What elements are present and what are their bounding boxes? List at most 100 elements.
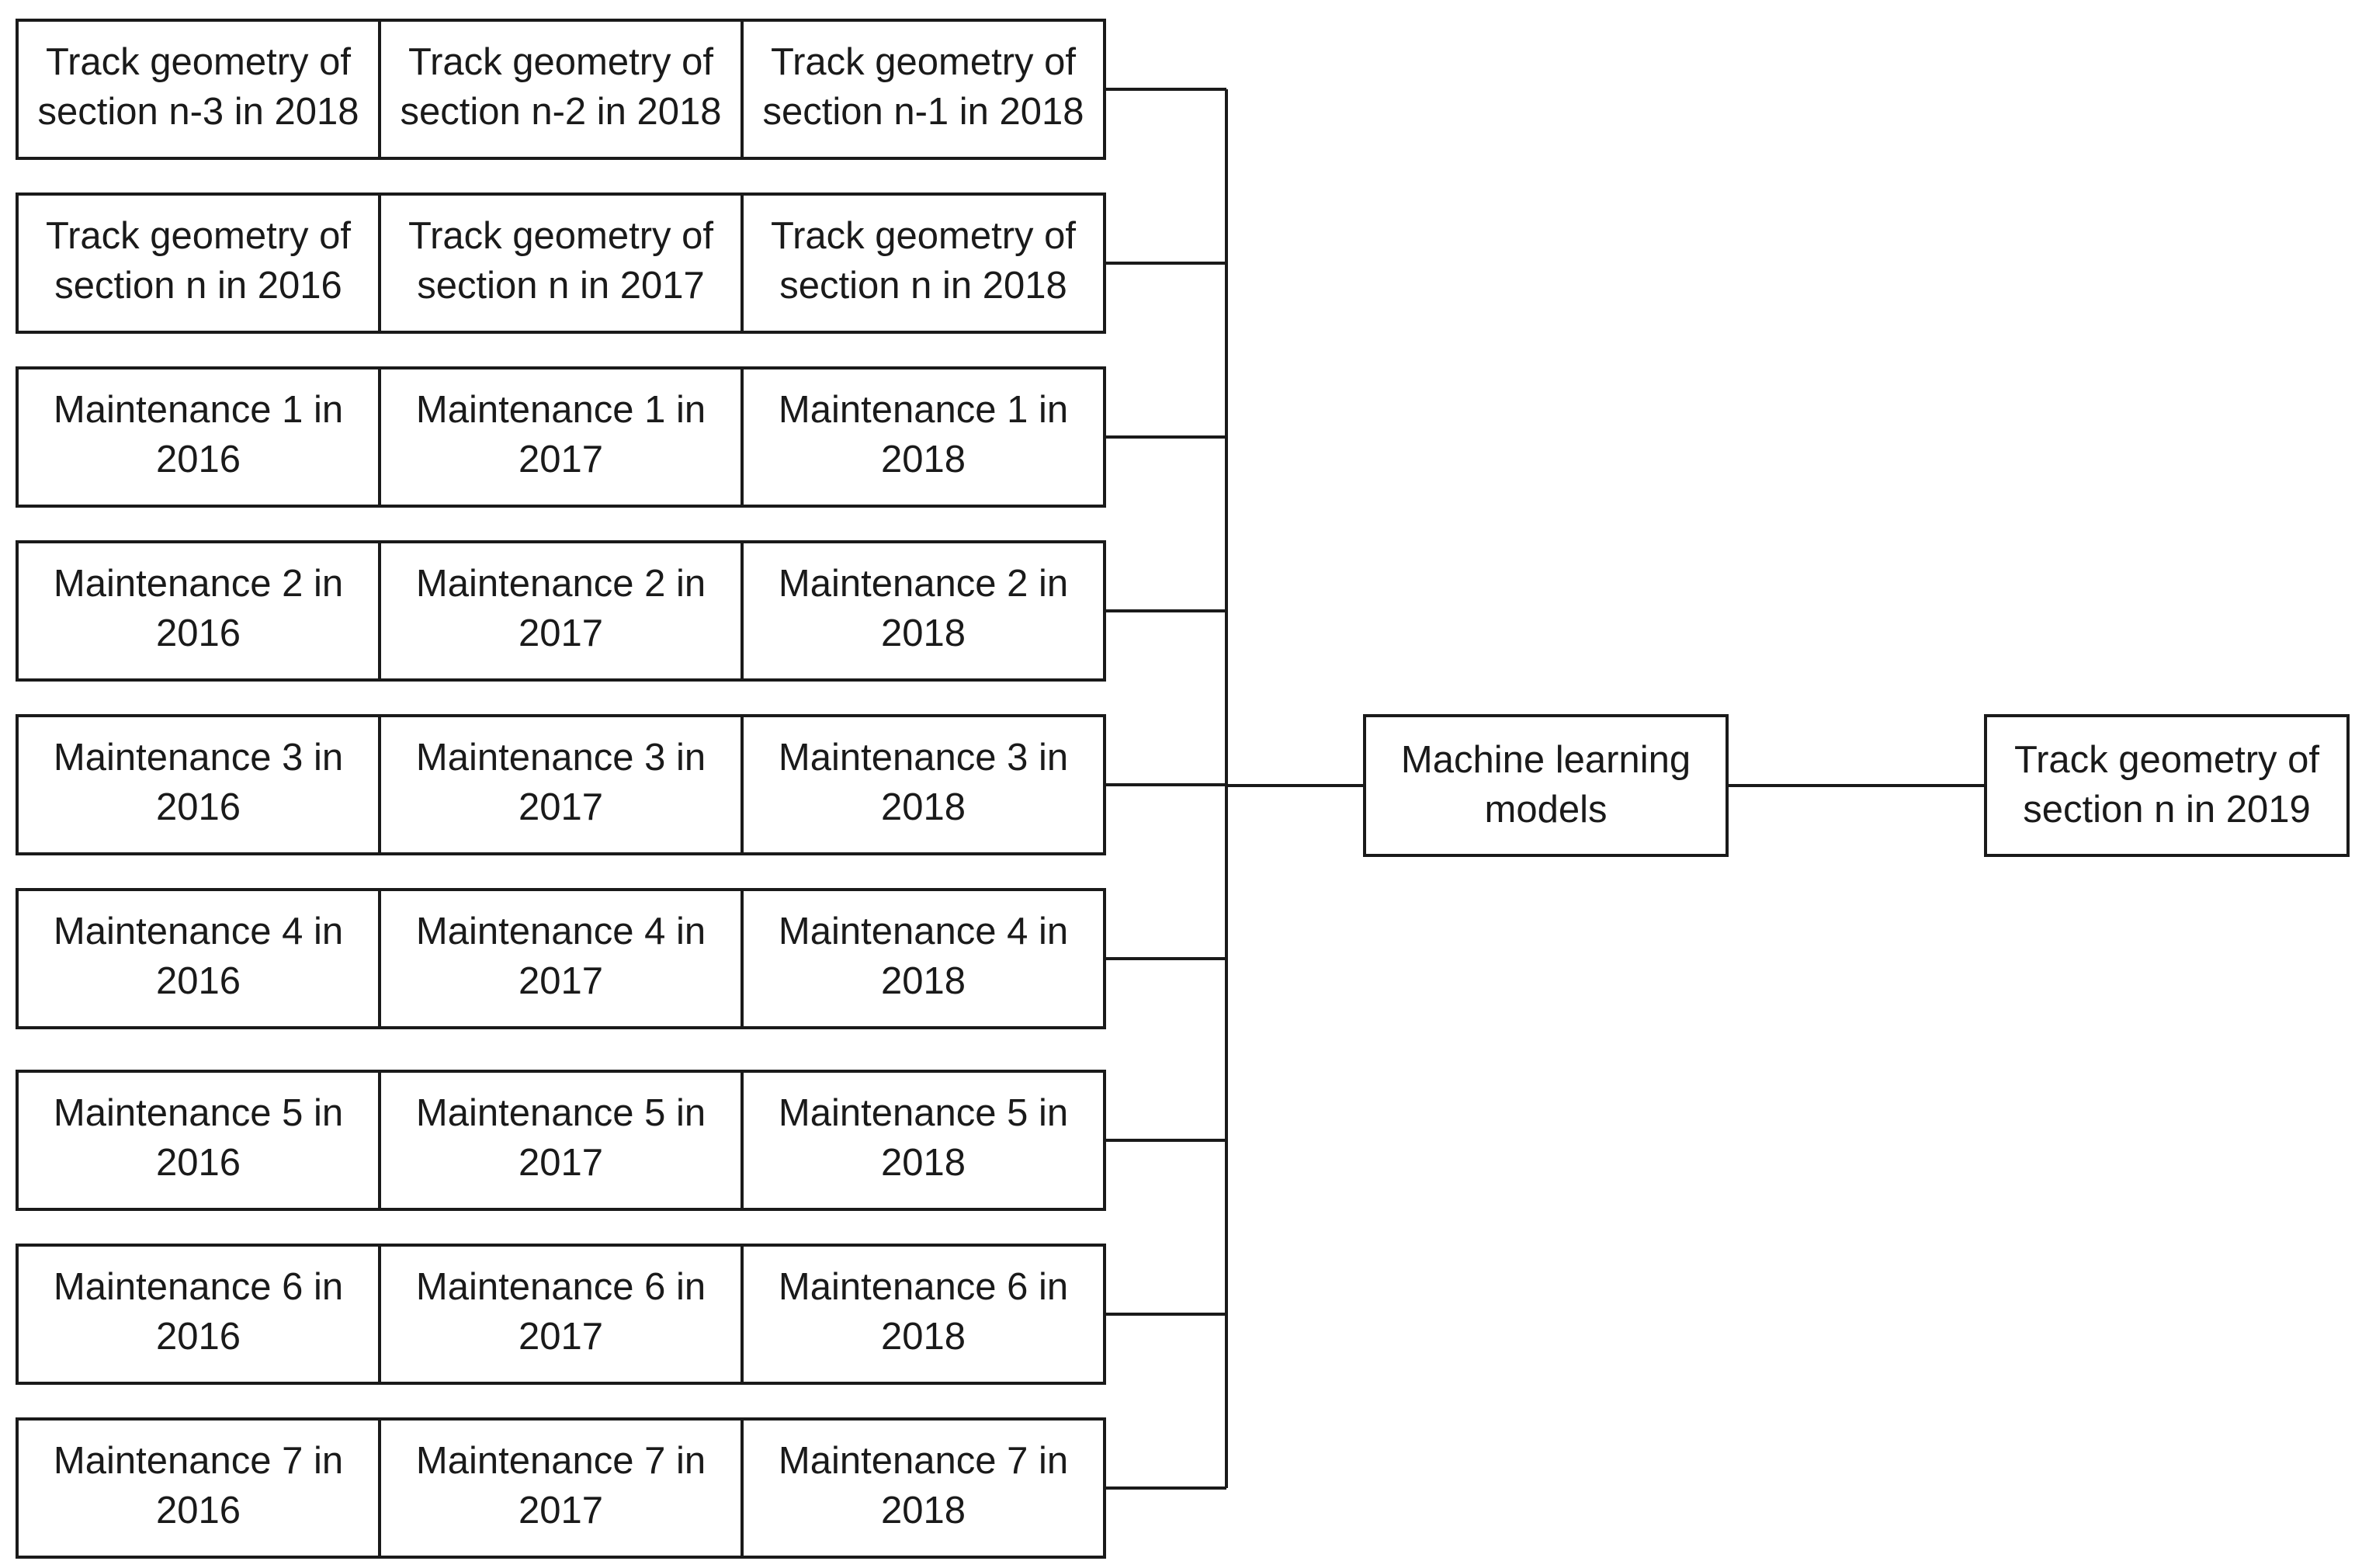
input-cell: Maintenance 1 in 2016 (16, 366, 381, 508)
input-cell-label: Track geometry of (408, 215, 713, 257)
input-cell-frame (378, 19, 744, 160)
input-cell: Maintenance 1 in 2018 (741, 366, 1106, 508)
input-cell-label: 2016 (156, 786, 241, 828)
input-cell-label: 2017 (519, 1490, 603, 1532)
input-cell: Maintenance 7 in 2017 (378, 1417, 744, 1559)
input-row: Maintenance 6 in 2016 Maintenance 6 in 2017… (16, 1244, 1106, 1385)
input-cell-label: Maintenance 4 in (54, 911, 343, 952)
input-cell-label: section n in 2018 (779, 265, 1067, 307)
input-cell-label: Maintenance 2 in (779, 563, 1068, 605)
input-cell-label: Maintenance 1 in (54, 389, 343, 431)
input-cell-frame (378, 1417, 744, 1559)
input-cell-label: 2018 (881, 439, 966, 480)
input-cell-label: 2017 (519, 439, 603, 480)
input-cell: Maintenance 5 in 2017 (378, 1070, 744, 1211)
input-cell-frame (16, 714, 381, 855)
input-cell-label: Maintenance 6 in (416, 1266, 706, 1308)
connector-lines (1105, 88, 1986, 1490)
input-cell-label: 2017 (519, 1316, 603, 1358)
input-cell-label: section n-2 in 2018 (400, 91, 721, 133)
input-cell-label: Maintenance 5 in (416, 1092, 706, 1134)
input-cell-label: Maintenance 4 in (779, 911, 1068, 952)
input-cell-frame (378, 714, 744, 855)
input-cell-frame (16, 540, 381, 682)
input-row: Maintenance 3 in 2016 Maintenance 3 in 2017… (16, 714, 1106, 855)
input-cell-label: Maintenance 3 in (54, 737, 343, 779)
input-cell-frame (378, 540, 744, 682)
input-cell: Track geometry of section n in 2018 (741, 193, 1106, 334)
input-cell-label: Track geometry of (771, 215, 1076, 257)
input-cell-frame (741, 1244, 1106, 1385)
input-cell-label: Track geometry of (46, 41, 351, 83)
input-cell-frame (741, 1070, 1106, 1211)
ml-models-box-frame (1363, 714, 1729, 857)
input-cell-label: section n in 2017 (417, 265, 705, 307)
input-cell-label: 2018 (881, 1316, 966, 1358)
output-box-frame (1984, 714, 2350, 857)
output-label: Track geometry of (2014, 739, 2319, 781)
input-cell: Maintenance 4 in 2018 (741, 888, 1106, 1029)
input-cell: Maintenance 1 in 2017 (378, 366, 744, 508)
input-cell: Maintenance 4 in 2016 (16, 888, 381, 1029)
input-cell-frame (16, 366, 381, 508)
input-cell-label: 2016 (156, 1316, 241, 1358)
input-cell-label: 2018 (881, 786, 966, 828)
input-cell-frame (16, 1244, 381, 1385)
input-cell-label: 2017 (519, 612, 603, 654)
input-cell-frame (378, 888, 744, 1029)
input-cell-label: 2016 (156, 960, 241, 1002)
input-cell-label: Maintenance 1 in (416, 389, 706, 431)
input-cell-frame (741, 366, 1106, 508)
input-cell-label: Maintenance 5 in (779, 1092, 1068, 1134)
input-cell-label: Maintenance 3 in (416, 737, 706, 779)
input-cell-frame (378, 1070, 744, 1211)
input-cell-frame (16, 888, 381, 1029)
input-cell-label: Maintenance 7 in (416, 1440, 706, 1482)
input-cell-frame (378, 193, 744, 334)
input-cell-label: Maintenance 5 in (54, 1092, 343, 1134)
input-cell-label: Maintenance 4 in (416, 911, 706, 952)
input-cell-label: 2016 (156, 439, 241, 480)
input-cell: Maintenance 3 in 2017 (378, 714, 744, 855)
input-cell-label: Maintenance 2 in (54, 563, 343, 605)
input-cell-label: 2016 (156, 612, 241, 654)
input-cell-label: Track geometry of (408, 41, 713, 83)
input-cell: Maintenance 3 in 2016 (16, 714, 381, 855)
input-cell-label: 2016 (156, 1490, 241, 1532)
input-cell: Maintenance 6 in 2016 (16, 1244, 381, 1385)
input-cell-label: Maintenance 6 in (54, 1266, 343, 1308)
input-cell-label: Maintenance 7 in (54, 1440, 343, 1482)
input-cell-label: Maintenance 1 in (779, 389, 1068, 431)
input-cell-frame (741, 888, 1106, 1029)
input-cell-frame (741, 540, 1106, 682)
input-cell-label: 2017 (519, 1142, 603, 1184)
input-cell-frame (741, 1417, 1106, 1559)
input-cell: Track geometry of section n-3 in 2018 (16, 19, 381, 160)
input-cell-label: 2018 (881, 960, 966, 1002)
input-cell-frame (16, 193, 381, 334)
input-cell-label: 2018 (881, 1490, 966, 1532)
input-cell-label: Track geometry of (771, 41, 1076, 83)
input-cell-label: section n-3 in 2018 (37, 91, 359, 133)
input-cell: Maintenance 2 in 2016 (16, 540, 381, 682)
input-cell-label: section n in 2016 (54, 265, 342, 307)
ml-models-label-line2: models (1485, 789, 1608, 831)
input-cell: Maintenance 6 in 2017 (378, 1244, 744, 1385)
input-row: Maintenance 7 in 2016 Maintenance 7 in 2017… (16, 1417, 1106, 1559)
output-label-line2: section n in 2019 (2023, 789, 2311, 831)
input-cell-label: 2017 (519, 786, 603, 828)
ml-models-box: Machine learning models (1363, 714, 1729, 857)
